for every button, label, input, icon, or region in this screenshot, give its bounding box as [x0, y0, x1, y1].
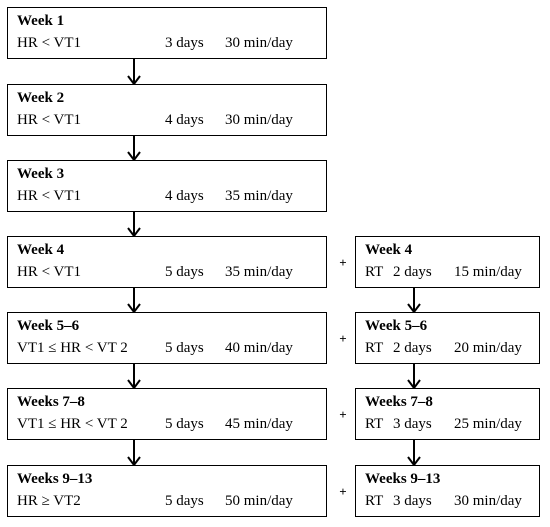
right-flow-arrow-1: [407, 288, 421, 314]
training-type-text: RT: [365, 493, 384, 509]
left-flow-arrow-4: [127, 288, 141, 314]
training-type-text: RT: [365, 416, 384, 432]
weeks-9-13-box: Weeks 9–13 HR ≥ VT2 5 days 50 min/day: [7, 465, 327, 517]
condition-text: HR < VT1: [17, 264, 82, 280]
box-title: Week 5–6: [365, 318, 428, 334]
duration-text: 30 min/day: [225, 112, 293, 128]
days-text: 5 days: [165, 416, 204, 432]
week-4-box: Week 4 HR < VT1 5 days 35 min/day: [7, 236, 327, 288]
duration-text: 45 min/day: [225, 416, 293, 432]
condition-text: HR < VT1: [17, 188, 82, 204]
box-title: Week 5–6: [17, 318, 80, 334]
days-text: 3 days: [165, 35, 204, 51]
rt-weeks-9-13-box: Weeks 9–13 RT 3 days 30 min/day: [355, 465, 540, 517]
duration-text: 20 min/day: [454, 340, 522, 356]
days-text: 4 days: [165, 188, 204, 204]
left-flow-arrow-3: [127, 212, 141, 238]
duration-text: 50 min/day: [225, 493, 293, 509]
condition-text: VT1 ≤ HR < VT 2: [17, 340, 128, 356]
duration-text: 30 min/day: [454, 493, 522, 509]
box-title: Week 1: [17, 13, 65, 29]
left-flow-arrow-1: [127, 59, 141, 86]
box-title: Weeks 9–13: [17, 471, 93, 487]
duration-text: 15 min/day: [454, 264, 522, 280]
week-1-box: Week 1 HR < VT1 3 days 30 min/day: [7, 7, 327, 59]
days-text: 2 days: [393, 264, 432, 280]
duration-text: 25 min/day: [454, 416, 522, 432]
rt-weeks-7-8-box: Weeks 7–8 RT 3 days 25 min/day: [355, 388, 540, 440]
duration-text: 35 min/day: [225, 188, 293, 204]
duration-text: 40 min/day: [225, 340, 293, 356]
rt-week-5-6-box: Week 5–6 RT 2 days 20 min/day: [355, 312, 540, 364]
condition-text: HR < VT1: [17, 35, 82, 51]
days-text: 5 days: [165, 340, 204, 356]
plus-sign-weeks-7-8: +: [339, 407, 347, 422]
duration-text: 30 min/day: [225, 35, 293, 51]
condition-text: HR < VT1: [17, 112, 82, 128]
left-flow-arrow-6: [127, 440, 141, 467]
days-text: 4 days: [165, 112, 204, 128]
left-flow-arrow-2: [127, 136, 141, 162]
right-flow-arrow-3: [407, 440, 421, 467]
box-title: Week 3: [17, 166, 65, 182]
box-title: Week 4: [17, 242, 65, 258]
training-type-text: RT: [365, 340, 384, 356]
days-text: 5 days: [165, 264, 204, 280]
plus-sign-week-4: +: [339, 255, 347, 270]
box-title: Week 2: [17, 90, 65, 106]
condition-text: VT1 ≤ HR < VT 2: [17, 416, 128, 432]
left-flow-arrow-5: [127, 364, 141, 390]
weeks-7-8-box: Weeks 7–8 VT1 ≤ HR < VT 2 5 days 45 min/…: [7, 388, 327, 440]
days-text: 3 days: [393, 416, 432, 432]
box-title: Weeks 7–8: [17, 394, 85, 410]
week-2-box: Week 2 HR < VT1 4 days 30 min/day: [7, 84, 327, 136]
plus-sign-weeks-9-13: +: [339, 484, 347, 499]
box-title: Weeks 9–13: [365, 471, 441, 487]
days-text: 5 days: [165, 493, 204, 509]
rt-week-4-box: Week 4 RT 2 days 15 min/day: [355, 236, 540, 288]
duration-text: 35 min/day: [225, 264, 293, 280]
box-title: Week 4: [365, 242, 413, 258]
days-text: 2 days: [393, 340, 432, 356]
condition-text: HR ≥ VT2: [17, 493, 81, 509]
right-flow-arrow-2: [407, 364, 421, 390]
week-3-box: Week 3 HR < VT1 4 days 35 min/day: [7, 160, 327, 212]
training-type-text: RT: [365, 264, 384, 280]
week-5-6-box: Week 5–6 VT1 ≤ HR < VT 2 5 days 40 min/d…: [7, 312, 327, 364]
plus-sign-week-5-6: +: [339, 331, 347, 346]
box-title: Weeks 7–8: [365, 394, 433, 410]
days-text: 3 days: [393, 493, 432, 509]
